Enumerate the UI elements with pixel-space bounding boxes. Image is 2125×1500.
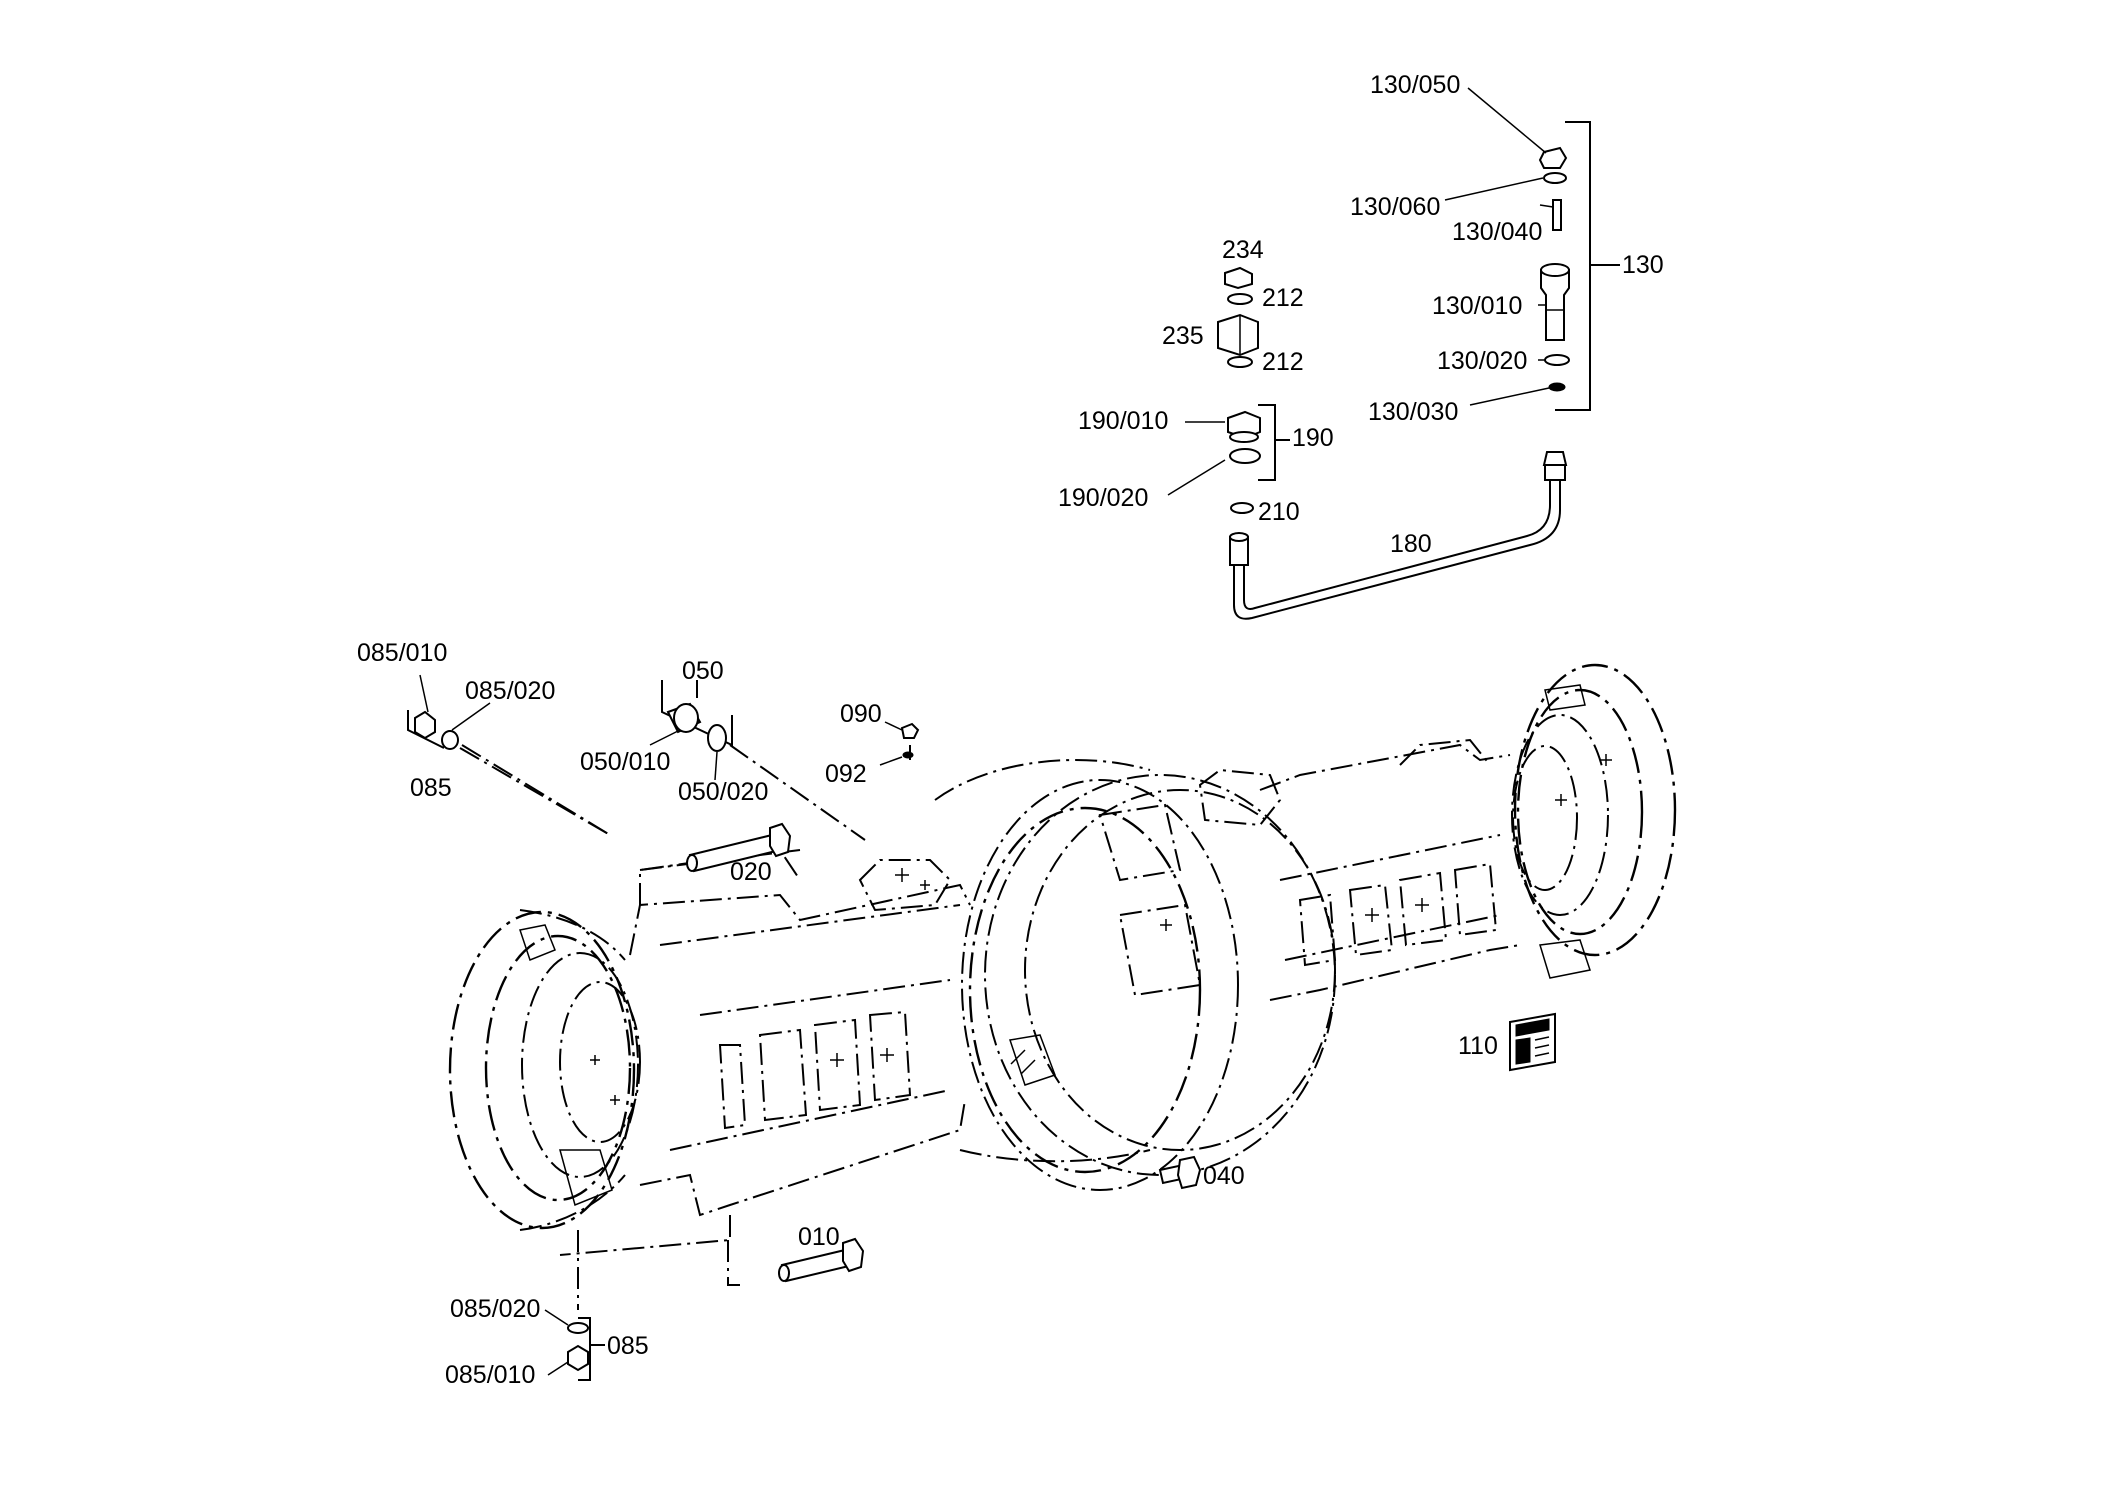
label-085-020-bottom: 085/020 xyxy=(450,1295,540,1323)
left-hub xyxy=(448,909,641,1231)
part-050 xyxy=(649,680,733,781)
label-010: 010 xyxy=(798,1223,840,1251)
label-050: 050 xyxy=(682,657,724,685)
label-130-050: 130/050 xyxy=(1370,71,1460,99)
label-085-top: 085 xyxy=(410,774,452,802)
label-020: 020 xyxy=(730,858,772,886)
center-housing xyxy=(858,759,1336,1191)
parts-090-092 xyxy=(879,721,920,766)
type-plate-icon xyxy=(1509,1012,1556,1072)
label-092: 092 xyxy=(825,760,867,788)
nut-235-icon xyxy=(1217,313,1259,357)
nut-130-050-icon xyxy=(1538,146,1568,169)
label-130-010: 130/010 xyxy=(1432,292,1522,320)
label-212-upper: 212 xyxy=(1262,284,1304,312)
label-235: 235 xyxy=(1162,322,1204,350)
part-180-pipe xyxy=(1229,451,1568,620)
part-010-bolt xyxy=(778,1237,865,1283)
label-130-020: 130/020 xyxy=(1437,347,1527,375)
ring-210-icon xyxy=(1230,502,1254,514)
right-hub xyxy=(1511,663,1677,979)
part-040-screw xyxy=(1158,1155,1202,1190)
valve-130-010-icon xyxy=(1540,269,1570,341)
pin-130-040-icon xyxy=(1552,199,1562,231)
label-085-bottom: 085 xyxy=(607,1332,649,1360)
ring-130-060-icon xyxy=(1543,172,1567,184)
ring-085-020-bottom-icon xyxy=(567,1322,589,1334)
label-090: 090 xyxy=(840,700,882,728)
label-110: 110 xyxy=(1458,1032,1498,1060)
label-130-040: 130/040 xyxy=(1452,218,1542,246)
axle-housing-drawing xyxy=(448,663,1677,1256)
part-020-bolt xyxy=(686,822,792,873)
label-050-020: 050/020 xyxy=(678,778,768,806)
plug-090-icon xyxy=(900,722,920,739)
label-040: 040 xyxy=(1203,1162,1245,1190)
label-085-020-top: 085/020 xyxy=(465,677,555,705)
parts-234-235-212 xyxy=(1217,266,1259,368)
label-190-010: 190/010 xyxy=(1078,407,1168,435)
part-130-valve-assembly xyxy=(1444,87,1620,411)
cap-234-icon xyxy=(1224,266,1253,290)
ring-085-020-top-icon xyxy=(441,730,459,750)
label-212-lower: 212 xyxy=(1262,348,1304,376)
plug-190-010-icon xyxy=(1227,410,1261,440)
right-axle-arm xyxy=(1259,738,1521,1001)
ring-050-020-icon xyxy=(707,724,727,752)
ring-212-lower-icon xyxy=(1227,356,1253,368)
part-190-assembly xyxy=(1167,404,1290,514)
plug-085-010-bottom-icon xyxy=(567,1344,589,1372)
label-190: 190 xyxy=(1292,424,1334,452)
label-210: 210 xyxy=(1258,498,1300,526)
explosion-guide-lines xyxy=(461,744,866,1310)
part-labels: 130/050 130/060 130/040 130 130/010 130/… xyxy=(357,71,1664,1389)
part-085-bottom xyxy=(544,1309,605,1381)
seal-130-030-icon xyxy=(1548,382,1566,392)
label-085-010-bottom: 085/010 xyxy=(445,1361,535,1389)
label-130: 130 xyxy=(1622,251,1664,279)
plug-085-010-top-icon xyxy=(414,710,436,740)
label-050-010: 050/010 xyxy=(580,748,670,776)
label-180: 180 xyxy=(1390,530,1432,558)
label-130-060: 130/060 xyxy=(1350,193,1440,221)
label-190-020: 190/020 xyxy=(1058,484,1148,512)
left-axle-arm xyxy=(559,848,971,1256)
label-085-010-top: 085/010 xyxy=(357,639,447,667)
bolt-010-icon xyxy=(780,1248,851,1283)
ring-190-020-icon xyxy=(1229,448,1261,464)
part-085-top xyxy=(407,674,611,836)
label-234: 234 xyxy=(1222,236,1264,264)
ring-212-upper-icon xyxy=(1227,293,1253,305)
label-130-030: 130/030 xyxy=(1368,398,1458,426)
ring-130-020-icon xyxy=(1544,354,1570,366)
ring-092-icon xyxy=(902,751,914,759)
